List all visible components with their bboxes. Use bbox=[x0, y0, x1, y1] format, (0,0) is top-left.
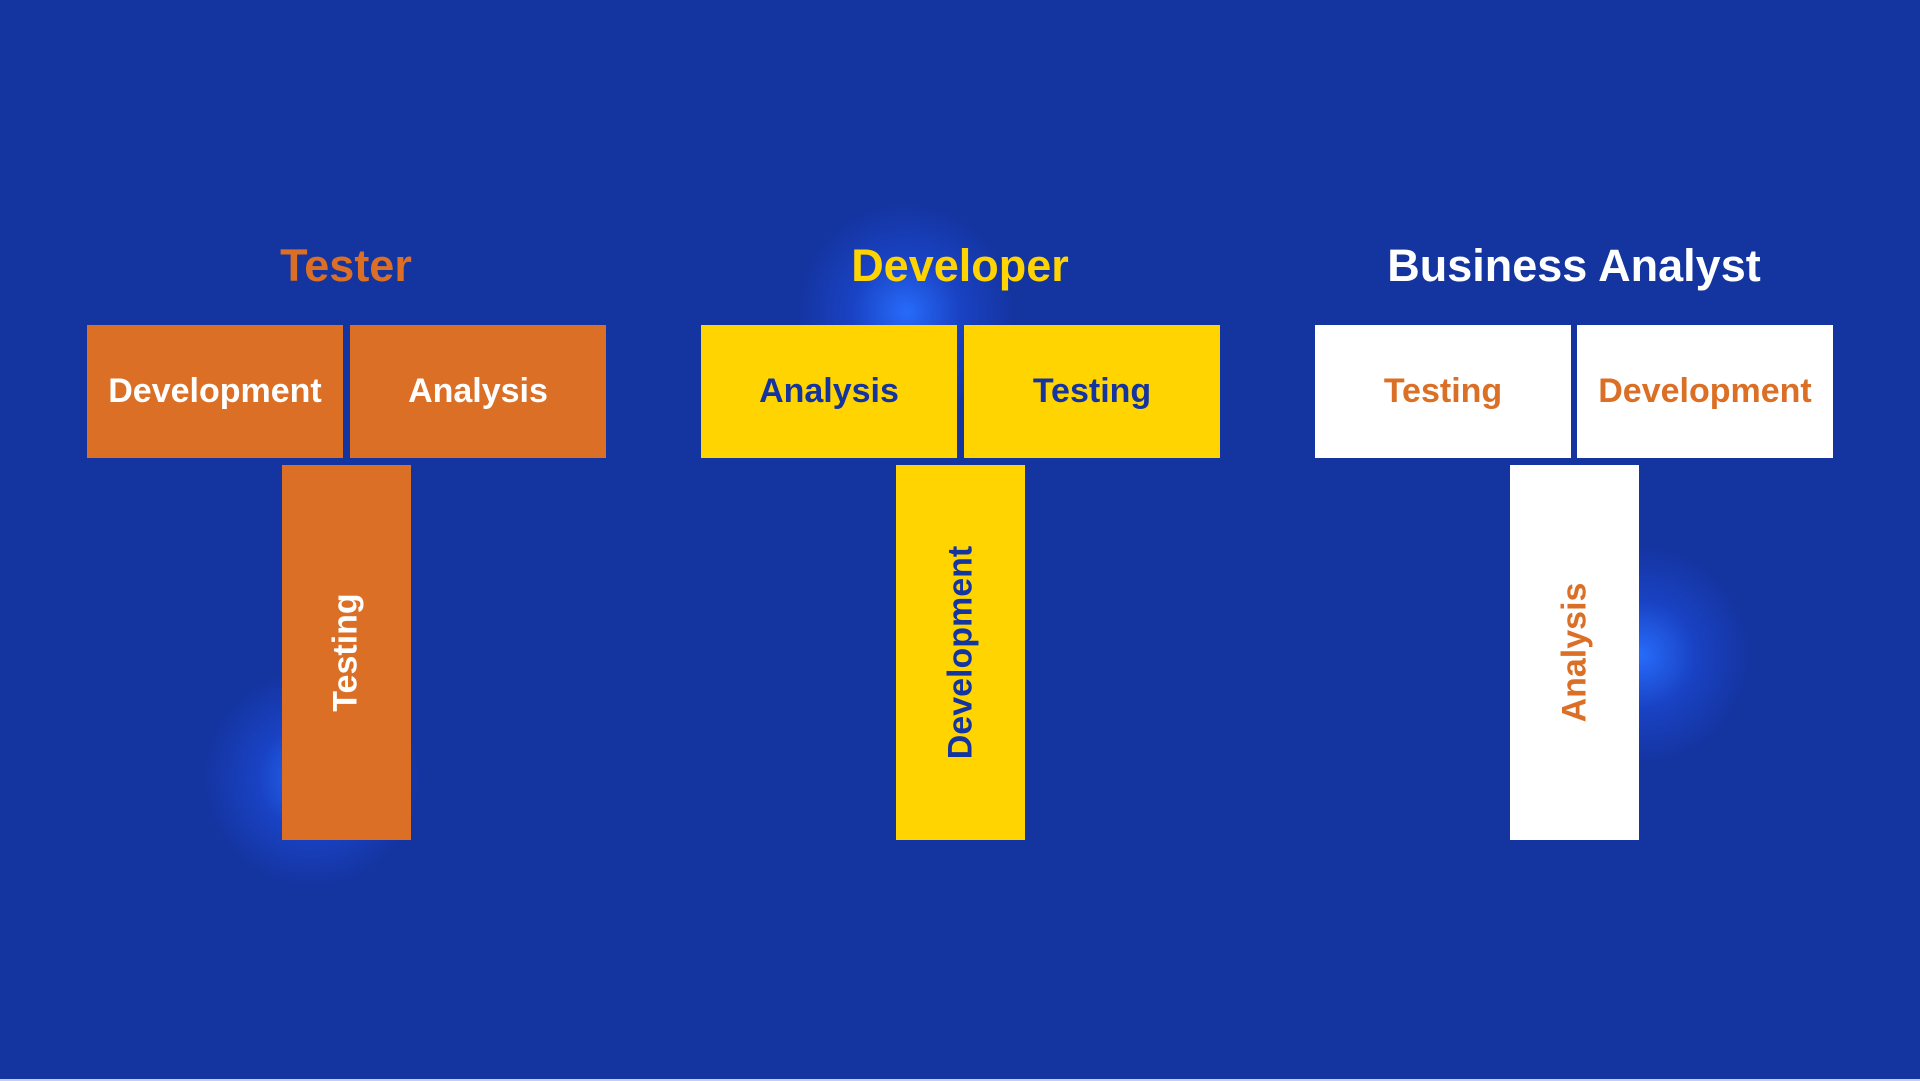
ba-box-top-right: Development bbox=[1577, 325, 1833, 458]
box-label: Development bbox=[941, 545, 979, 760]
box-label: Analysis bbox=[1555, 582, 1594, 723]
business-analyst-title: Business Analyst bbox=[1387, 240, 1761, 291]
tester-title: Tester bbox=[280, 240, 412, 291]
box-label: Testing bbox=[1032, 372, 1152, 410]
tester-box-top-right: Analysis bbox=[350, 325, 606, 458]
box-label: Analysis bbox=[408, 372, 548, 410]
box-label: Testing bbox=[1383, 372, 1503, 410]
developer-box-top-right: Testing bbox=[964, 325, 1220, 458]
developer-title: Developer bbox=[851, 240, 1069, 291]
ba-box-top-left: Testing bbox=[1315, 325, 1571, 458]
tester-box-top-left: Development bbox=[87, 325, 343, 458]
developer-box-top-left: Analysis bbox=[701, 325, 957, 458]
ba-box-stem: Analysis bbox=[1510, 465, 1639, 840]
box-label: Development bbox=[108, 372, 322, 410]
tester-box-stem: Testing bbox=[282, 465, 411, 840]
developer-box-stem: Development bbox=[896, 465, 1025, 840]
box-label: Analysis bbox=[759, 372, 899, 410]
bottom-divider bbox=[0, 1079, 1920, 1081]
box-label: Testing bbox=[327, 593, 365, 712]
box-label: Development bbox=[1598, 372, 1812, 410]
